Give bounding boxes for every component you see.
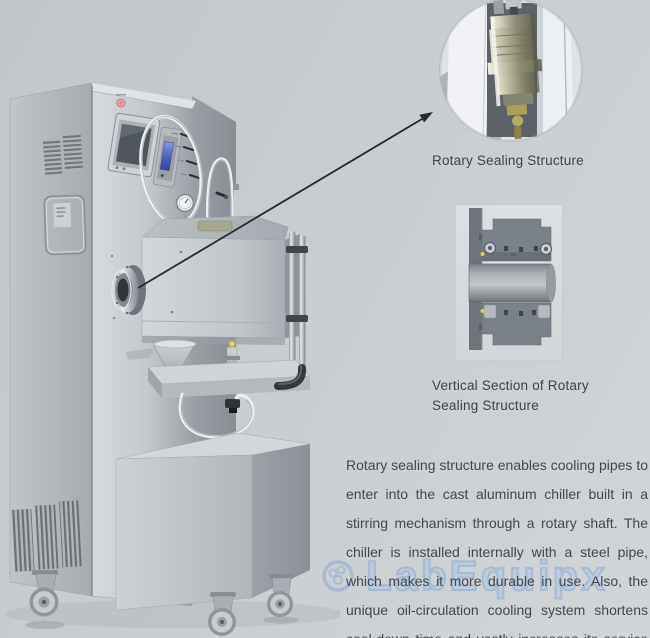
- side-door: [43, 194, 87, 256]
- floor-shadow: [5, 600, 340, 628]
- caster-left: [25, 570, 65, 629]
- caster-middle: [208, 592, 236, 636]
- indicator-light: [116, 94, 126, 108]
- seal-metal-stack: [487, 0, 543, 140]
- chiller-drum: [141, 215, 300, 345]
- rotary-seal-porthole: [110, 254, 146, 320]
- machine-illustration: [5, 82, 340, 636]
- watermark-text: LabEquipx: [365, 551, 608, 600]
- section-drawing: [468, 208, 556, 350]
- watermark-logo-icon: [322, 560, 354, 592]
- watermark: LabEquipx: [318, 551, 608, 600]
- machine-base: [115, 432, 311, 611]
- upper-vent-grille: [42, 134, 84, 176]
- rotary-seal-section-diagram: [455, 204, 563, 361]
- tubing-loop-lower: [178, 392, 255, 439]
- photo-caption: Rotary Sealing Structure: [432, 153, 584, 168]
- section-caption-line2: Sealing Structure: [432, 398, 539, 413]
- section-caption: Vertical Section of Rotary Sealing Struc…: [432, 376, 642, 416]
- rail-handle-bend: [274, 364, 307, 390]
- caster-right: [263, 574, 299, 624]
- description-paragraph: Rotary sealing structure enables cooling…: [346, 457, 648, 638]
- shelf-tray: [147, 359, 311, 413]
- section-caption-line1: Vertical Section of Rotary: [432, 378, 589, 393]
- lower-vent-grille: [11, 500, 83, 572]
- rotary-seal-photo: [440, 0, 582, 141]
